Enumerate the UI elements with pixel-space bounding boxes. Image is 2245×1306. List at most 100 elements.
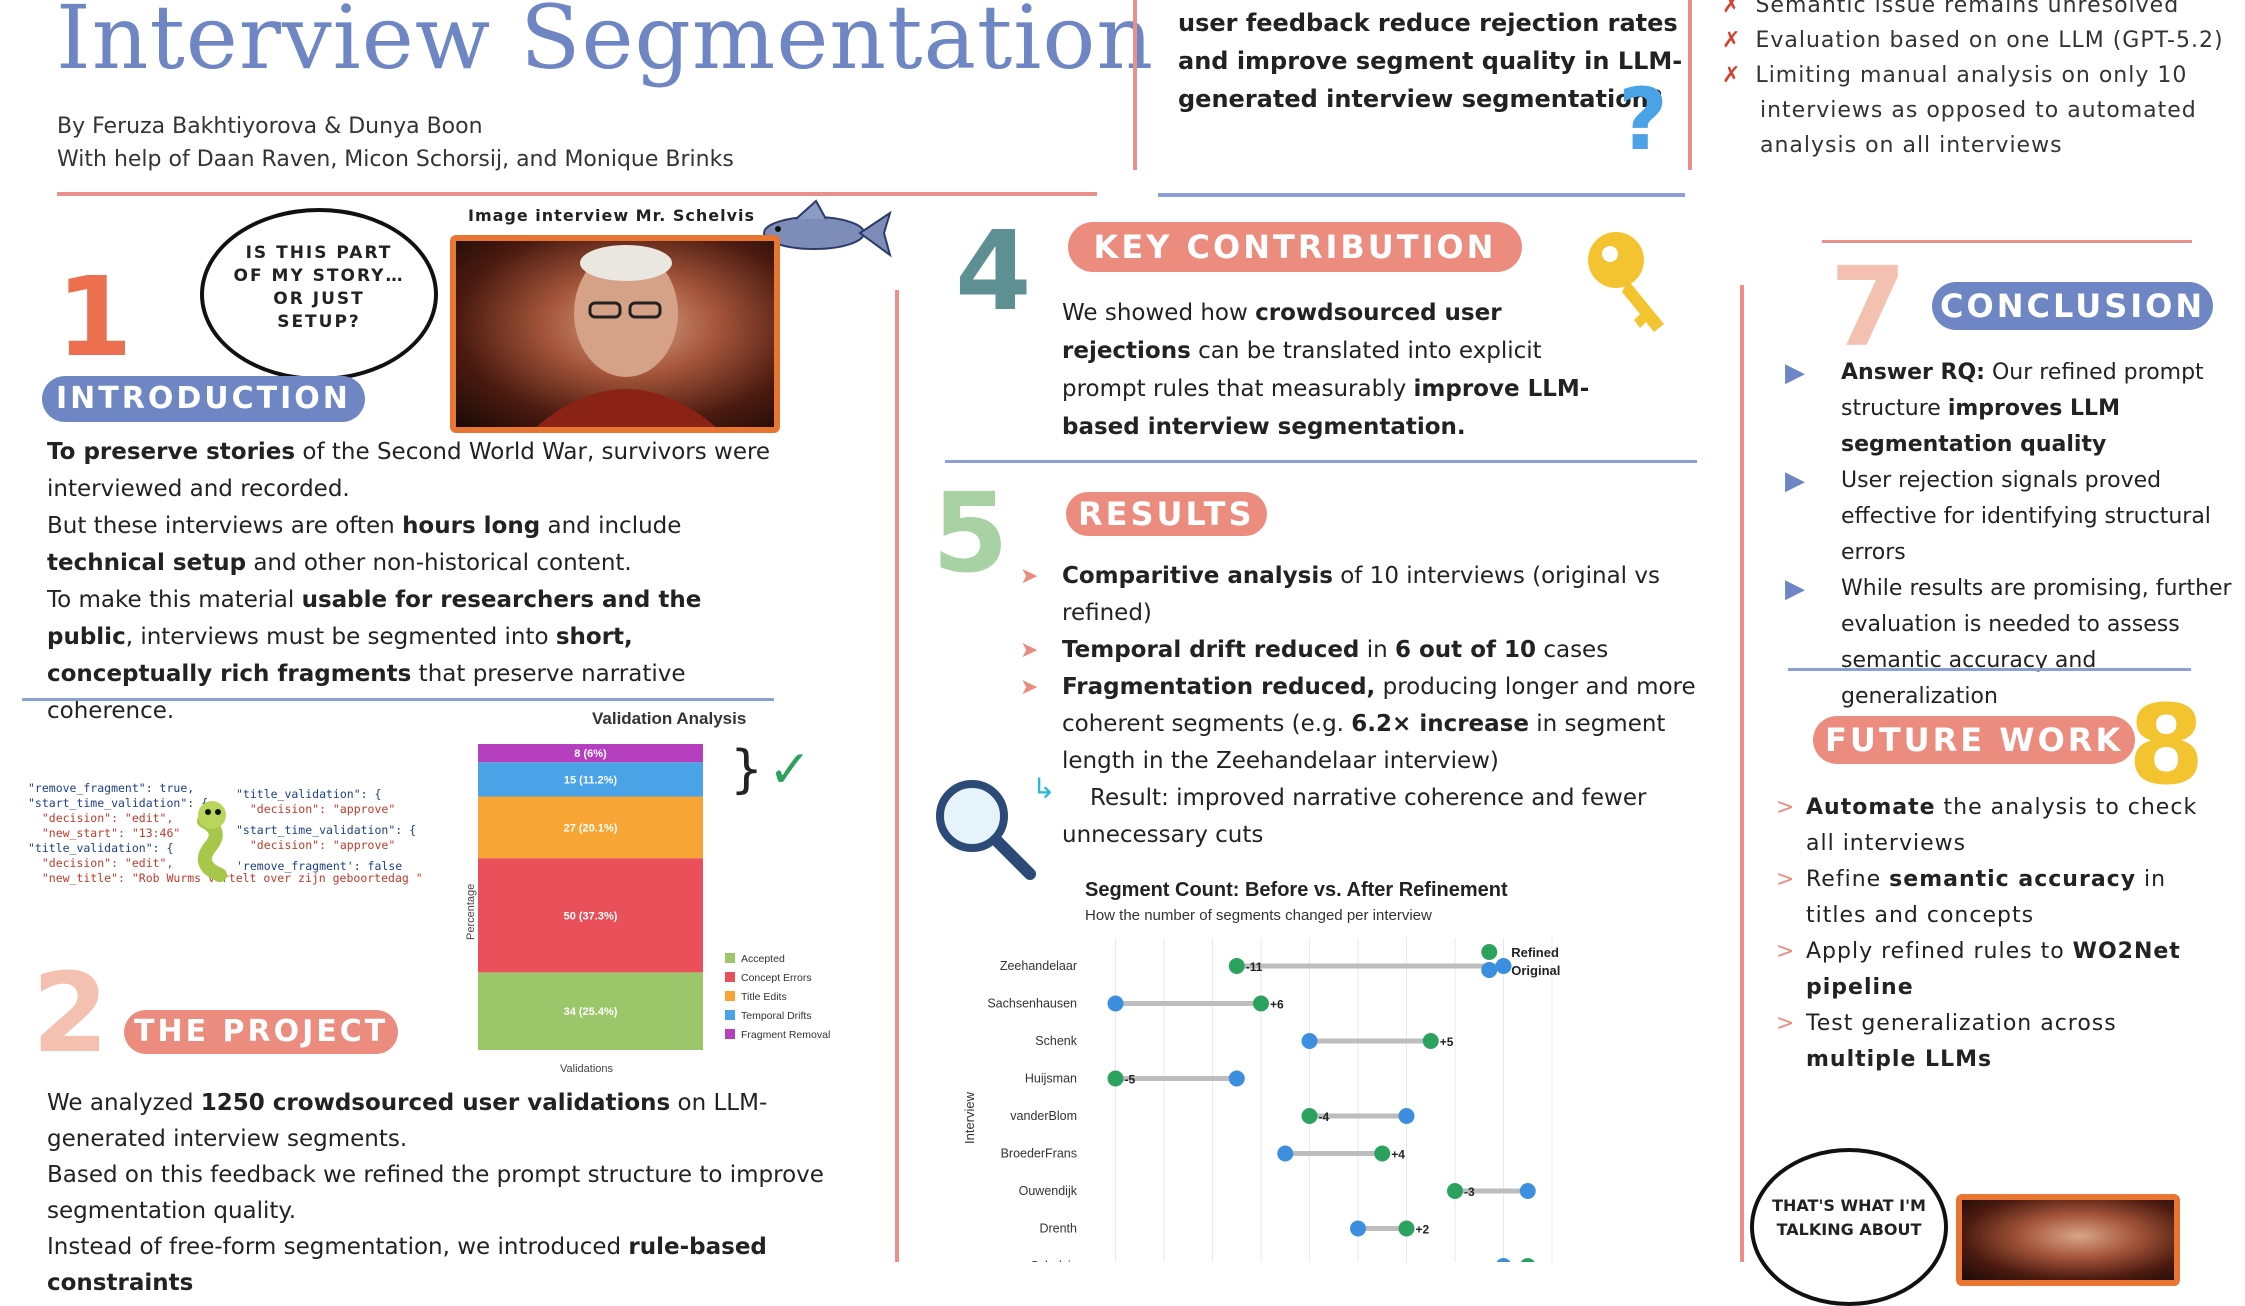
result-item: ➤Temporal drift reduced in 6 out of 10 c… [1020, 632, 1710, 669]
play-icon: ▶ [1785, 358, 1805, 388]
refined-point [1228, 958, 1245, 974]
chart-title: Validation Analysis [592, 709, 746, 728]
bar-segment [478, 796, 703, 859]
cross-icon: ✗ [1722, 28, 1742, 53]
conclusion-list: ▶Answer RQ: Our refined prompt structure… [1785, 355, 2240, 715]
header-divider-left [57, 192, 1097, 196]
rq-box-left-border [1133, 0, 1137, 170]
segment-chart: Segment Count: Before vs. After Refineme… [962, 879, 1560, 1262]
original-point [1228, 1070, 1245, 1087]
change-label: +4 [1391, 1148, 1405, 1162]
original-point [1301, 1033, 1318, 1049]
original-point [1519, 1183, 1536, 1199]
interview-label: Zeehandelaar [1000, 959, 1077, 973]
limitation-item: ✗Evaluation based on one LLM (GPT-5.2) [1722, 28, 2224, 53]
change-label: -11 [1246, 960, 1263, 974]
section-number-1: 1 [56, 253, 133, 381]
chart-ylabel: Interview [962, 1091, 977, 1144]
refined-point [1107, 1070, 1124, 1087]
authors-line-1: By Feruza Bakhtiyorova & Dunya Boon [57, 114, 483, 139]
snake-icon [190, 795, 250, 889]
legend-swatch [725, 1010, 735, 1020]
section-number-8: 8 [2128, 681, 2205, 809]
fish-icon [756, 195, 892, 273]
intro-text: To preserve stories of the Second World … [47, 439, 771, 724]
original-point [1107, 995, 1124, 1012]
results-list: ➤Comparitive analysis of 10 interviews (… [1020, 558, 1710, 854]
refined-point [1253, 995, 1269, 1012]
code-snippet-original: "remove_fragment": true,"start_time_vali… [28, 781, 423, 885]
question-mark-icon: ? [1618, 70, 1668, 170]
chevron-icon: > [1776, 795, 1796, 820]
arrow-icon: ➤ [1020, 638, 1039, 663]
return-arrow-icon: ↳ [1032, 772, 1056, 805]
interview-label: Drenth [1039, 1222, 1077, 1236]
chart-xlabel: Validations [560, 1063, 613, 1075]
bar-segment [478, 972, 703, 1050]
legend-swatch [725, 991, 735, 1001]
conclusion-bottom-divider [1788, 668, 2191, 671]
original-point [1350, 1220, 1366, 1237]
change-label: +6 [1270, 998, 1284, 1012]
interview-label: Ouwendijk [1019, 1184, 1078, 1198]
legend-swatch [725, 1029, 735, 1039]
legend-marker-original [1481, 962, 1498, 978]
project-text: We analyzed 1250 crowdsourced user valid… [47, 1090, 824, 1296]
bar-segment [478, 858, 703, 973]
limitations-list: ✗Semantic issue remains unresolved ✗Eval… [1722, 0, 2224, 163]
rq-box-right-border [1688, 0, 1692, 170]
chevron-icon: > [1776, 867, 1796, 892]
bar-label: 27 (20.1%) [564, 822, 618, 834]
authors: By Feruza Bakhtiyorova & Dunya Boon With… [57, 110, 734, 176]
code-snippet-refined: "title_validation": { "decision": "appro… [236, 787, 417, 873]
section-number-5: 5 [932, 469, 1009, 597]
bar-label: 8 (6%) [574, 748, 607, 760]
section-heading-results: RESULTS [1066, 492, 1267, 536]
rq-line-2: and improve segment quality in LLM- [1178, 47, 1683, 75]
legend-label: Fragment Removal [741, 1029, 830, 1041]
interview-label: Schenk [1035, 1034, 1077, 1048]
speech-bubble: IS THIS PART OF MY STORY… OR JUST SETUP? [200, 208, 438, 381]
legend-label: Accepted [741, 953, 785, 965]
refined-point [1301, 1108, 1318, 1124]
original-point [1496, 1258, 1511, 1262]
photo-caption: Image interview Mr. Schelvis [468, 206, 756, 225]
bar-segment [478, 762, 703, 797]
legend-marker-refined [1481, 944, 1498, 960]
original-point [1495, 958, 1512, 974]
legend-label: Concept Errors [741, 972, 812, 984]
section-heading-conclusion: CONCLUSION [1932, 282, 2214, 330]
legend-label: Temporal Drifts [741, 1010, 812, 1022]
chart-ylabel: Percentage [465, 884, 477, 940]
section-heading-key: KEY CONTRIBUTION [1068, 222, 1522, 272]
refined-point [1520, 1258, 1535, 1262]
refined-point [1398, 1220, 1415, 1237]
section-number-2: 2 [32, 949, 109, 1077]
interview-photo-2 [1956, 1194, 2180, 1286]
legend-label: Original [1511, 963, 1560, 978]
bar-label: 15 (11.2%) [564, 774, 618, 786]
section-number-4: 4 [955, 207, 1032, 335]
authors-line-2: With help of Daan Raven, Micon Schorsij,… [57, 147, 734, 172]
play-icon: ▶ [1785, 466, 1805, 496]
brace-icon: } [730, 740, 764, 800]
original-point [1398, 1108, 1415, 1124]
result-item: ➤Fragmentation reduced, producing longer… [1020, 669, 1710, 780]
rq-line-1: user feedback reduce rejection rates [1178, 9, 1678, 37]
intro-divider [22, 698, 774, 701]
interview-label: Sachsenhausen [987, 997, 1077, 1011]
refined-point [1422, 1033, 1439, 1049]
conclusion-top-divider [1822, 240, 2192, 243]
refined-point [1374, 1145, 1391, 1162]
checkmark-icon: ✓ [768, 740, 812, 800]
legend-swatch [725, 953, 735, 963]
change-label: -4 [1319, 1110, 1330, 1124]
section-heading-future: FUTURE WORK [1813, 716, 2136, 764]
key-icon [1582, 228, 1672, 342]
chart-title: Segment Count: Before vs. After Refineme… [1085, 879, 1508, 901]
change-label: +2 [1416, 1223, 1430, 1237]
arrow-icon: ➤ [1020, 564, 1039, 589]
rq-box-bottom-border [1158, 193, 1685, 197]
chevron-icon: > [1776, 1011, 1796, 1036]
interview-label: Huijsman [1025, 1072, 1077, 1086]
